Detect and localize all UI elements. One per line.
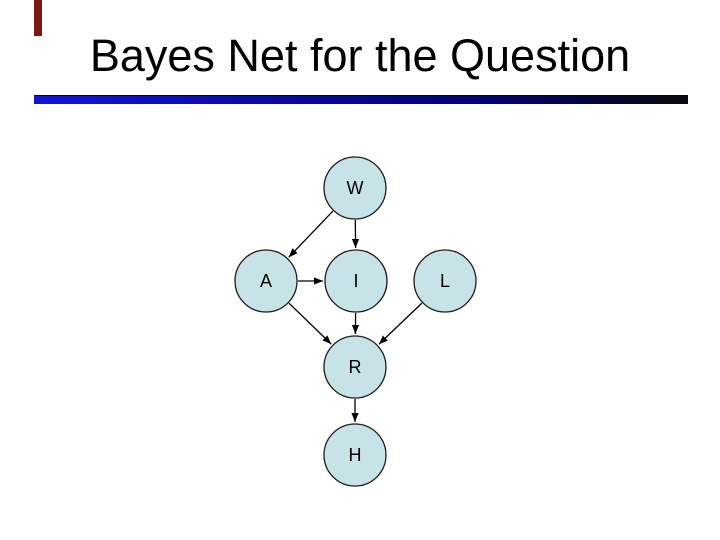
- node-label-I: I: [353, 271, 358, 291]
- edge-L-R: [378, 302, 423, 345]
- node-H: H: [323, 423, 387, 487]
- node-label-W: W: [347, 178, 364, 198]
- edge-W-A: [288, 210, 334, 258]
- node-circle-H: [323, 423, 387, 487]
- title-underline-rule: [34, 95, 688, 104]
- node-circle-L: [413, 249, 477, 313]
- slide-title: Bayes Net for the Question: [89, 30, 631, 81]
- node-W: W: [323, 156, 387, 220]
- node-L: L: [413, 249, 477, 313]
- edge-A-R: [288, 302, 332, 345]
- node-I: I: [324, 249, 388, 313]
- node-label-H: H: [349, 445, 362, 465]
- slide-accent-bar: [34, 0, 42, 36]
- node-label-R: R: [349, 357, 362, 377]
- node-A: A: [234, 249, 298, 313]
- node-circle-I: [324, 249, 388, 313]
- node-circle-R: [323, 335, 387, 399]
- node-label-L: L: [440, 271, 450, 291]
- node-circle-A: [234, 249, 298, 313]
- node-R: R: [323, 335, 387, 399]
- node-label-A: A: [260, 271, 272, 291]
- node-circle-W: [323, 156, 387, 220]
